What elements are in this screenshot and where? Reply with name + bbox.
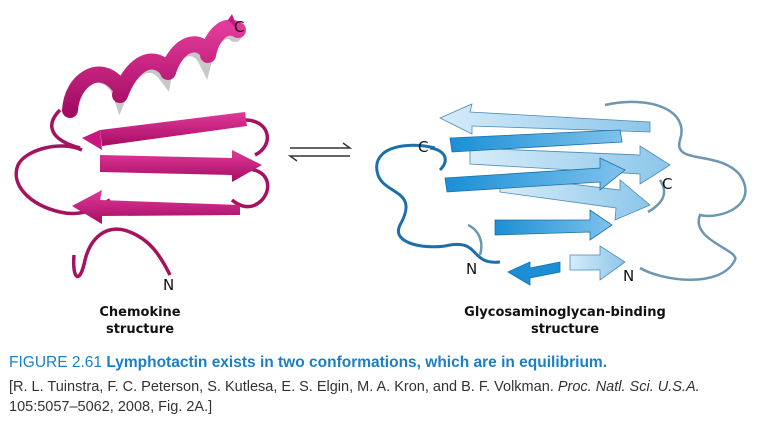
- figure-reference: [R. L. Tuinstra, F. C. Peterson, S. Kutl…: [9, 377, 769, 417]
- gag-c-terminus-label: C: [418, 138, 429, 156]
- reference-details: 105:5057–5062, 2008, Fig. 2A.]: [9, 399, 213, 415]
- chemokine-label-line2: structure: [105, 322, 175, 337]
- gag-n-terminus-label-2: N: [623, 267, 635, 285]
- figure-illustration: [14, 14, 747, 286]
- chemokine-structure-label: Chemokine structure: [60, 304, 220, 338]
- figure-caption: FIGURE 2.61 Lymphotactin exists in two c…: [9, 353, 769, 417]
- gag-binding-ribbon: [375, 100, 747, 286]
- gag-n-terminus-label: N: [466, 260, 478, 278]
- chemokine-label-line1: Chemokine: [99, 305, 181, 320]
- gag-label-line1: Glycosaminoglycan-binding: [464, 305, 666, 320]
- gag-c-terminus-label-2: C: [662, 175, 673, 193]
- figure-number: FIGURE 2.61: [9, 354, 103, 371]
- reference-journal: Proc. Natl. Sci. U.S.A.: [557, 379, 700, 395]
- chemokine-c-terminus-label: C: [234, 18, 245, 36]
- gag-structure-label: Glycosaminoglycan-binding structure: [430, 304, 700, 338]
- gag-label-line2: structure: [530, 322, 600, 337]
- equilibrium-arrows-icon: [287, 142, 353, 162]
- figure-title: Lymphotactin exists in two conformations…: [106, 354, 607, 371]
- reference-authors: [R. L. Tuinstra, F. C. Peterson, S. Kutl…: [9, 379, 554, 395]
- chemokine-ribbon: [14, 14, 270, 278]
- chemokine-n-terminus-label: N: [163, 276, 175, 294]
